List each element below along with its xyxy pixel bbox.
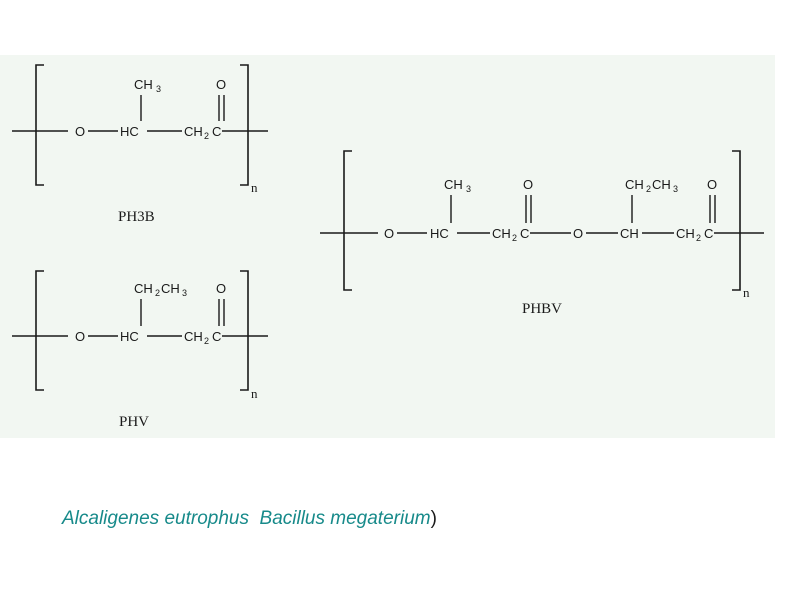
phbv-repeat-n: n <box>743 285 750 300</box>
phv-o: O <box>75 329 85 344</box>
phbv-et-ch2-sub: 2 <box>646 184 651 194</box>
structure-phbv: O HC CH 3 CH 2 C O O CH CH 2 CH 3 CH 2 C <box>320 150 764 317</box>
phbv-et-ch3: CH <box>652 177 671 192</box>
ph3b-hc: HC <box>120 124 139 139</box>
ph3b-ch3: CH <box>134 77 153 92</box>
phv-left-bracket <box>35 270 44 391</box>
ph3b-ch3-sub: 3 <box>156 84 161 94</box>
phv-ch2-sub: 2 <box>204 336 209 346</box>
phv-o-double: O <box>216 281 226 296</box>
polymer-structures-figure: O HC CH 3 CH 2 C O n PH3B O HC CH <box>0 55 775 438</box>
phbv-c1: C <box>520 226 529 241</box>
phbv-hc: HC <box>430 226 449 241</box>
ph3b-ch2: CH <box>184 124 203 139</box>
phbv-o-double1: O <box>523 177 533 192</box>
ph3b-left-bracket <box>35 64 44 186</box>
structure-ph3b: O HC CH 3 CH 2 C O n PH3B <box>12 64 268 225</box>
caption-closing-paren: ) <box>430 508 437 529</box>
phbv-c2: C <box>704 226 713 241</box>
phv-c: C <box>212 329 221 344</box>
phv-right-bracket <box>240 270 249 391</box>
phv-et-ch3: CH <box>161 281 180 296</box>
phv-et-ch2: CH <box>134 281 153 296</box>
phbv-right-bracket <box>732 150 741 291</box>
organism-alcaligenes: Alcaligenes eutrophus <box>62 508 249 529</box>
ph3b-o-double: O <box>216 77 226 92</box>
structure-phv: O HC CH 2 CH 3 CH 2 C O n PHV <box>12 270 268 430</box>
ph3b-repeat-n: n <box>251 180 258 195</box>
organism-caption: Alcaligenes eutrophus Bacillus megateriu… <box>62 508 437 530</box>
ph3b-right-bracket <box>240 64 249 186</box>
phv-hc: HC <box>120 329 139 344</box>
ph3b-label: PH3B <box>118 209 155 225</box>
structures-svg: O HC CH 3 CH 2 C O n PH3B O HC CH <box>12 64 764 430</box>
phbv-ch: CH <box>620 226 639 241</box>
phbv-ch2b-sub: 2 <box>696 233 701 243</box>
phbv-o-double2: O <box>707 177 717 192</box>
phbv-o1: O <box>384 226 394 241</box>
phbv-o2: O <box>573 226 583 241</box>
phv-ch2: CH <box>184 329 203 344</box>
phv-et-ch3-sub: 3 <box>182 288 187 298</box>
phv-repeat-n: n <box>251 386 258 401</box>
phbv-me: CH <box>444 177 463 192</box>
phbv-ch2a: CH <box>492 226 511 241</box>
ph3b-o: O <box>75 124 85 139</box>
phbv-label: PHBV <box>522 301 562 317</box>
phbv-ch2b: CH <box>676 226 695 241</box>
phbv-left-bracket <box>343 150 352 291</box>
organism-bacillus: Bacillus megaterium <box>259 508 431 529</box>
ph3b-c: C <box>212 124 221 139</box>
phv-et-ch2-sub: 2 <box>155 288 160 298</box>
ph3b-ch2-sub: 2 <box>204 131 209 141</box>
phv-label: PHV <box>119 414 149 430</box>
phbv-et-ch3-sub: 3 <box>673 184 678 194</box>
phbv-me-sub: 3 <box>466 184 471 194</box>
phbv-et-ch2: CH <box>625 177 644 192</box>
phbv-ch2a-sub: 2 <box>512 233 517 243</box>
